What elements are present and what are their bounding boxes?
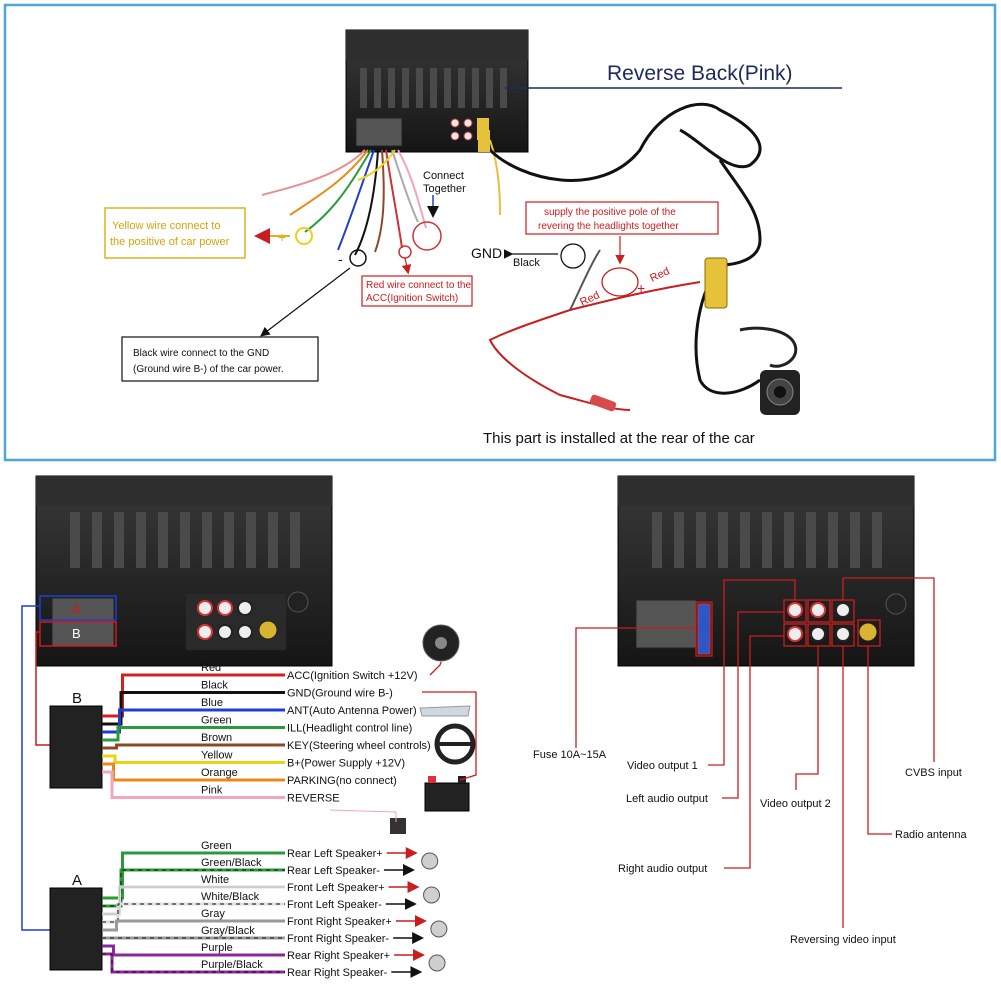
radio-antenna-label: Radio antenna bbox=[895, 829, 967, 841]
video-output-2-label: Video output 2 bbox=[760, 798, 831, 810]
red-note-box bbox=[361, 275, 473, 307]
a-color-label-6: Purple bbox=[201, 942, 233, 954]
plug-b bbox=[49, 705, 103, 789]
connect-together-line2: Together bbox=[423, 183, 466, 195]
yellow-note-box bbox=[104, 207, 246, 259]
plus-sign: + bbox=[637, 280, 645, 296]
a-color-label-5: Gray/Black bbox=[201, 925, 255, 937]
cvbs-label: CVBS input bbox=[905, 767, 962, 779]
a-color-label-1: Green/Black bbox=[201, 857, 262, 869]
conn-a-label: A bbox=[72, 602, 81, 617]
right-audio-label: Right audio output bbox=[618, 863, 707, 875]
a-func-label-0: Rear Left Speaker+ bbox=[287, 848, 383, 860]
b-func-label-0: ACC(Ignition Switch +12V) bbox=[287, 670, 418, 682]
yellow-note-line1: Yellow wire connect to bbox=[112, 220, 220, 232]
b-func-label-5: B+(Power Supply +12V) bbox=[287, 758, 405, 770]
a-color-label-2: White bbox=[201, 874, 229, 886]
a-wire-6 bbox=[102, 944, 285, 957]
b-wire-6 bbox=[102, 762, 285, 782]
reversing-video-label: Reversing video input bbox=[790, 934, 896, 946]
plug-a bbox=[49, 887, 103, 971]
a-func-label-2: Front Left Speaker+ bbox=[287, 882, 385, 894]
b-wire-4 bbox=[102, 743, 285, 750]
a-func-label-1: Rear Left Speaker- bbox=[287, 865, 380, 877]
a-color-label-0: Green bbox=[201, 840, 232, 852]
black-label: Black bbox=[513, 257, 540, 269]
b-wire-2 bbox=[102, 708, 285, 734]
b-color-label-2: Blue bbox=[201, 697, 223, 709]
red-note-line2: ACC(Ignition Switch) bbox=[366, 293, 458, 304]
b-func-label-4: KEY(Steering wheel controls) bbox=[287, 740, 431, 752]
black-note-line2: (Ground wire B-) of the car power. bbox=[133, 364, 284, 375]
a-wire-3 bbox=[102, 902, 285, 924]
supply-note-line2: revering the headlights together bbox=[538, 221, 679, 232]
reverse-camera bbox=[739, 326, 800, 415]
b-color-label-7: Pink bbox=[201, 785, 223, 797]
gnd-label: GND bbox=[471, 245, 502, 261]
yellow-plus: + bbox=[278, 229, 286, 245]
plug-b-label: B bbox=[72, 690, 82, 707]
a-func-label-5: Front Right Speaker- bbox=[287, 933, 389, 945]
a-speaker-icon-4 bbox=[430, 920, 448, 938]
b-func-label-7: REVERSE bbox=[287, 793, 340, 805]
conn-a-box bbox=[39, 595, 117, 621]
b-func-label-1: GND(Ground wire B-) bbox=[287, 688, 393, 700]
a-func-label-3: Front Left Speaker- bbox=[287, 899, 382, 911]
camera-cable bbox=[488, 102, 762, 182]
reverse-camera-icon bbox=[390, 818, 406, 834]
a-color-label-3: White/Black bbox=[201, 891, 260, 903]
right-leaders bbox=[575, 577, 935, 928]
antenna-icon bbox=[419, 705, 471, 717]
fuse-label: Fuse 10A~15A bbox=[533, 749, 607, 761]
top-harness-wires bbox=[261, 139, 501, 256]
video-output-1-label: Video output 1 bbox=[627, 760, 698, 772]
a-func-label-6: Rear Right Speaker+ bbox=[287, 950, 390, 962]
b-func-label-2: ANT(Auto Antenna Power) bbox=[287, 705, 417, 717]
black-note-box bbox=[121, 336, 319, 382]
head-unit-right bbox=[617, 475, 915, 667]
conn-b-label: B bbox=[72, 626, 81, 641]
b-color-label-0: Red bbox=[201, 662, 221, 674]
a-speaker-icon-6 bbox=[428, 954, 446, 972]
a-speaker-icon-2 bbox=[423, 886, 441, 904]
supply-note-box bbox=[525, 201, 719, 235]
connect-together-line1: Connect bbox=[423, 170, 464, 182]
head-unit-left bbox=[35, 475, 333, 667]
red-note-line1: Red wire connect to the bbox=[366, 280, 471, 291]
b-color-label-3: Green bbox=[201, 715, 232, 727]
b-wire-3 bbox=[102, 726, 285, 742]
b-func-label-6: PARKING(no connect) bbox=[287, 775, 397, 787]
reverse-title: Reverse Back(Pink) bbox=[607, 62, 793, 85]
rear-note: This part is installed at the rear of th… bbox=[483, 430, 755, 447]
b-color-label-5: Yellow bbox=[201, 750, 232, 762]
rca-connector bbox=[704, 257, 728, 309]
b-color-label-6: Orange bbox=[201, 767, 238, 779]
plug-a-label: A bbox=[72, 872, 82, 889]
a-speaker-icon-0 bbox=[421, 852, 439, 870]
steering-wheel-icon bbox=[434, 723, 476, 765]
black-note-line1: Black wire connect to the GND bbox=[133, 348, 269, 359]
a-func-label-4: Front Right Speaker+ bbox=[287, 916, 392, 928]
b-color-label-4: Brown bbox=[201, 732, 232, 744]
a-func-label-7: Rear Right Speaker- bbox=[287, 967, 388, 979]
conn-b-box bbox=[39, 621, 117, 647]
b-color-label-1: Black bbox=[201, 680, 228, 692]
minus-sign: - bbox=[338, 251, 343, 267]
b-wire-1 bbox=[102, 691, 285, 726]
a-color-label-7: Purple/Black bbox=[201, 959, 263, 971]
a-wire-4 bbox=[102, 919, 285, 932]
b-func-label-3: ILL(Headlight control line) bbox=[287, 723, 412, 735]
yellow-note-line2: the positive of car power bbox=[110, 236, 230, 248]
supply-note-line1: supply the positive pole of the bbox=[544, 207, 676, 218]
battery-icon bbox=[424, 782, 470, 812]
b-wire-5 bbox=[102, 754, 285, 764]
b-wire-7 bbox=[102, 770, 285, 799]
left-audio-label: Left audio output bbox=[626, 793, 708, 805]
head-unit-top bbox=[345, 29, 529, 153]
a-color-label-4: Gray bbox=[201, 908, 225, 920]
